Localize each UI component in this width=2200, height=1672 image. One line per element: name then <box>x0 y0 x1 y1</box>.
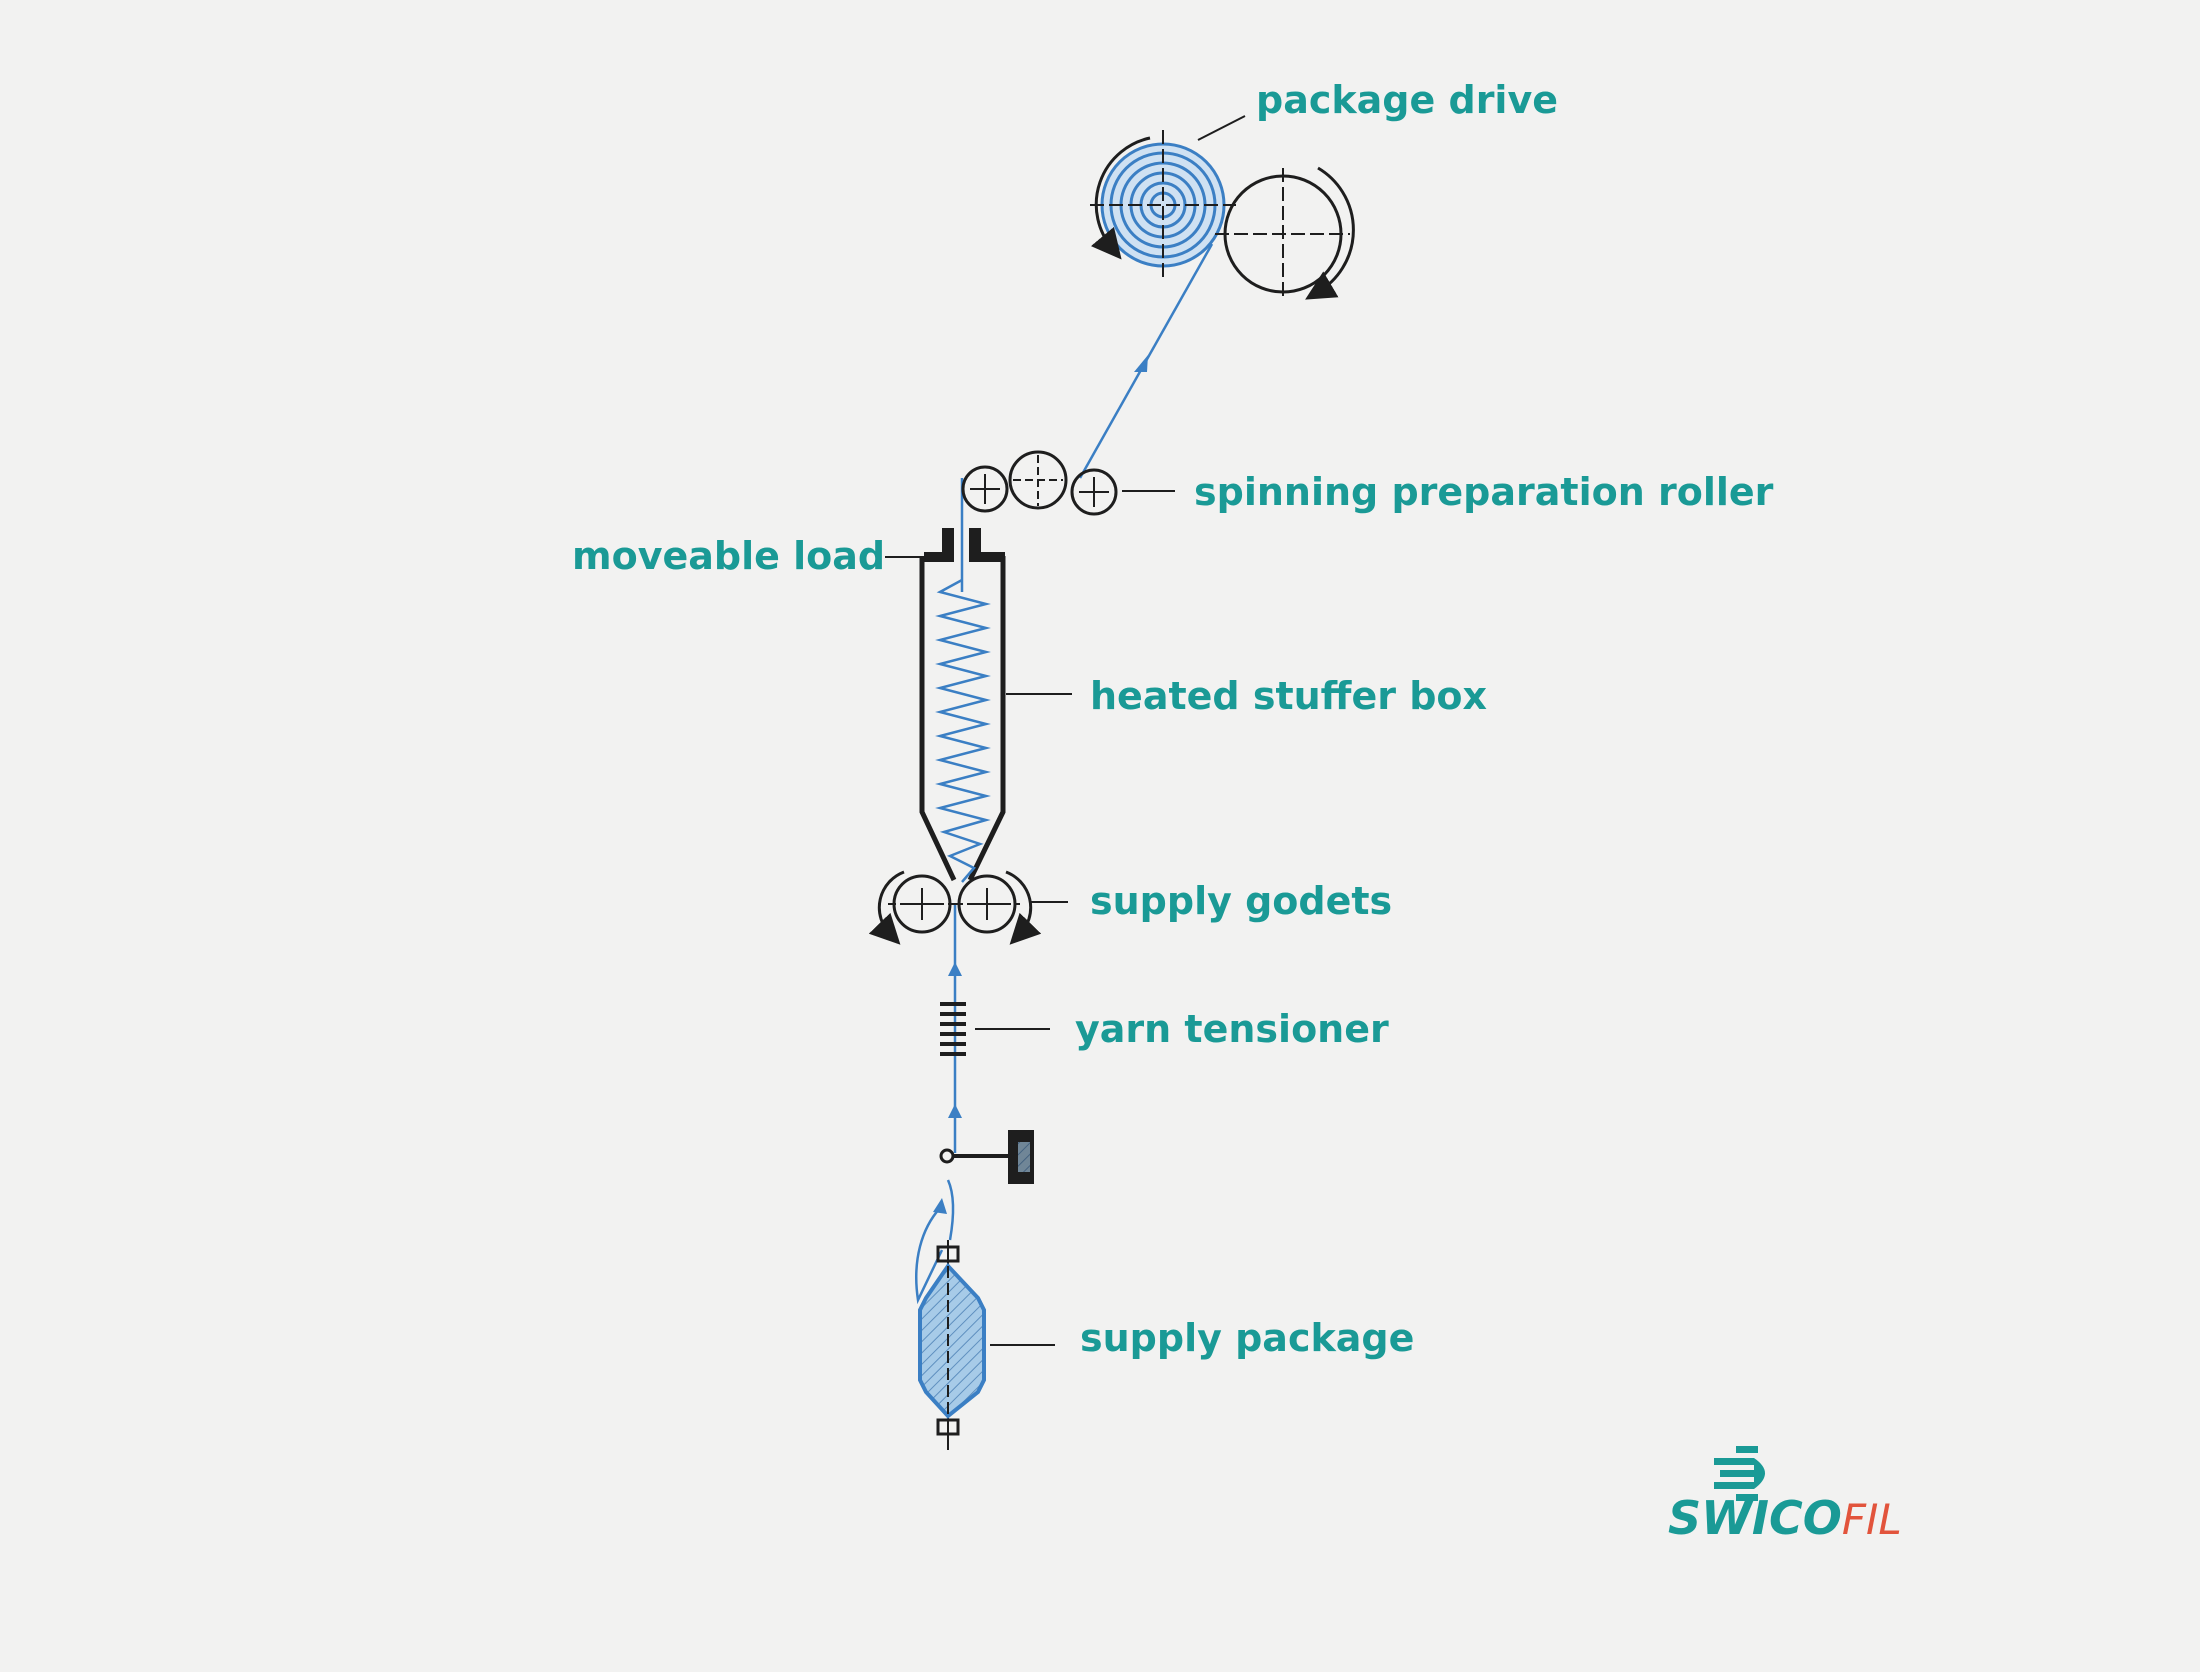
swicofil-logo-mark <box>1714 1446 1765 1501</box>
heated-stuffer-box-label: heated stuffer box <box>1090 674 1487 718</box>
logo-main-text: SWICO <box>1668 1491 1842 1545</box>
yarn-arrow <box>948 962 962 976</box>
spinning-preparation-roller-label: spinning preparation roller <box>1194 470 1774 514</box>
logo-sub-text: FIL <box>1842 1495 1902 1544</box>
package-drive-label: package drive <box>1256 78 1558 122</box>
thread-guide <box>939 1130 1034 1184</box>
yarn-arrow <box>933 1198 947 1214</box>
drive-roll <box>1215 168 1350 300</box>
yarn-arrow <box>1134 355 1148 372</box>
moveable-load-label: moveable load <box>572 534 885 578</box>
moveable-load <box>924 528 1005 562</box>
yarn-path <box>915 243 1214 1305</box>
yarn-direction-arrows <box>933 355 1148 1214</box>
spinning-preparation-rollers <box>961 450 1175 516</box>
drive-roll-rotation-arrow <box>1305 166 1355 300</box>
supply-godets <box>868 870 1068 945</box>
swicofil-logo: SWICOFIL <box>1668 1446 1902 1545</box>
package-rotation-arrow <box>1090 136 1151 260</box>
heated-stuffer-box <box>885 528 1072 883</box>
swicofil-logo-text: SWICOFIL <box>1668 1491 1902 1545</box>
crimped-yarn-zigzag <box>935 578 991 883</box>
package-drive <box>1090 115 1355 300</box>
yarn-arrow <box>948 1104 962 1118</box>
take-up-package <box>1090 130 1236 280</box>
supply-package <box>918 1240 1055 1450</box>
stuffer-box-walls <box>919 556 1006 882</box>
yarn-tensioner <box>940 1002 1050 1056</box>
supply-package-label: supply package <box>1080 1316 1414 1360</box>
yarn-tensioner-label: yarn tensioner <box>1075 1007 1389 1051</box>
supply-godets-label: supply godets <box>1090 879 1392 923</box>
package-drive-leader <box>1197 115 1246 141</box>
